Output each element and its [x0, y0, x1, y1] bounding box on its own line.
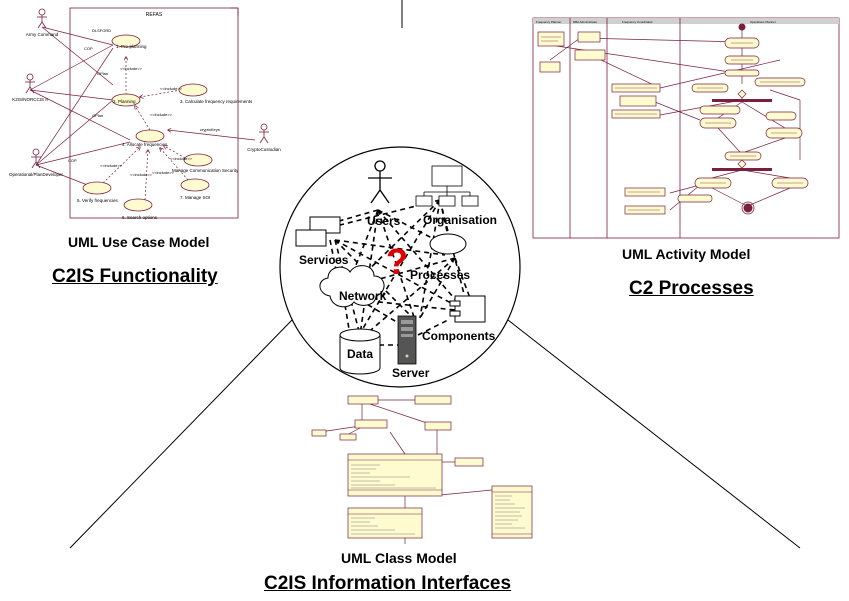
- fork-bar: [712, 99, 772, 102]
- organisation-icon: [415, 165, 479, 207]
- c2is-functionality-title: C2IS Functionality: [52, 266, 218, 287]
- actor-k2is: [25, 73, 35, 94]
- class-model-diagram: [311, 395, 533, 544]
- swimlane-header: Frequency Coordinator: [622, 20, 653, 24]
- connector-label: COP: [84, 46, 93, 51]
- label-users: Users: [367, 214, 401, 228]
- activity-model-diagram: Frequency Planner DBA Administrator Freq…: [532, 17, 840, 239]
- class-compartments: [348, 459, 532, 535]
- use-case-allocate-frequencies: 4. Allocate frequencies: [122, 142, 168, 147]
- system-boundary-title: REFAS: [146, 12, 163, 18]
- use-case-connectors: [29, 26, 256, 201]
- connector-label: <<include>>: [120, 66, 143, 71]
- c2-processes-title: C2 Processes: [629, 278, 754, 299]
- label-server: Server: [392, 366, 430, 380]
- actor-label-k2is: K2IS/NORCCIS II: [12, 97, 48, 102]
- activity-node-texts: [541, 36, 803, 211]
- actor-label-army-command: Army Command: [26, 32, 59, 37]
- label-data: Data: [347, 347, 373, 361]
- connector-label: <<include>>: [150, 112, 173, 117]
- connector-label: <<include>>: [130, 172, 153, 177]
- use-case-calculate-frequency: 3. Calculate frequency requirements: [180, 99, 253, 104]
- connector-label: <<include>>: [100, 163, 123, 168]
- activity-end-node: [743, 203, 753, 213]
- connector-label: COP: [68, 158, 77, 163]
- central-circle-outline: [279, 146, 521, 388]
- label-organisation: Organisation: [423, 213, 497, 227]
- use-case-manage-comsec: Manage Communication Security: [172, 168, 239, 173]
- processes-icon: [429, 233, 467, 255]
- use-case-pre-planning: 1. Pre-planning: [116, 44, 147, 49]
- actor-crypto-custodian: [259, 123, 269, 144]
- network-cloud-icon: [319, 265, 385, 308]
- user-icon: [368, 160, 392, 204]
- label-services: Services: [299, 253, 349, 267]
- label-processes: Processes: [410, 268, 470, 282]
- connector-label: cryptoKeys: [200, 127, 220, 132]
- use-case-manage-soi: 7. Manage SOI: [180, 195, 210, 200]
- actor-label-crypto-custodian: CryptoCustodian: [247, 147, 281, 152]
- c2is-information-interfaces-title: C2IS Information Interfaces: [264, 573, 512, 594]
- class-boxes: [311, 395, 533, 539]
- swimlane-header: DBA Administrator: [573, 20, 597, 24]
- activity-header-bar: [533, 18, 839, 24]
- class-model-label: UML Class Model: [341, 550, 457, 566]
- use-case-search-options: 6. Search options: [122, 215, 158, 220]
- data-cylinder-icon: [339, 328, 381, 375]
- use-case-ellipses: [82, 34, 213, 212]
- central-labels: Users Organisation Services Processes Ne…: [299, 213, 497, 380]
- server-icon: [397, 315, 417, 365]
- central-architecture-circle: Users Organisation Services Processes Ne…: [279, 146, 521, 388]
- question-mark: ?: [386, 241, 408, 282]
- connector-label: DLSFORD: [92, 28, 111, 33]
- activity-start-node: [738, 23, 746, 31]
- connector-label: GPlan: [97, 71, 108, 76]
- connector-labels: DLSFORD COP GPlan GPlan COP cryptoKeys <…: [68, 28, 220, 177]
- use-case-planning: 2. Planning: [113, 99, 136, 104]
- actor-label-operational-plan-developer: Operational/PlanDeveloper: [9, 172, 64, 177]
- use-case-model-diagram: REFAS Army Command: [9, 7, 281, 220]
- services-icon: [295, 216, 341, 247]
- swimlane-header: Frequency Planner: [536, 20, 561, 24]
- actor-operational-plan-developer: [31, 148, 41, 169]
- decision-nodes: [737, 89, 747, 169]
- divider-lines: [69, 0, 801, 549]
- connector-label: GPlan: [92, 113, 103, 118]
- components-icon: [449, 295, 486, 323]
- use-case-model-label: UML Use Case Model: [68, 234, 210, 250]
- class-attribute-lines: [351, 464, 525, 535]
- connector-label: <<include>>: [160, 86, 183, 91]
- actor-army-command: [37, 8, 47, 29]
- activity-model-label: UML Activity Model: [622, 246, 751, 262]
- label-components: Components: [422, 329, 496, 343]
- connector-label: <<include>>: [170, 156, 193, 161]
- connector-label: <<include>>: [152, 170, 175, 175]
- fork-bar: [712, 168, 772, 171]
- swimlane-headers: Frequency Planner DBA Administrator Freq…: [536, 20, 776, 24]
- swimlane-header: Operations Planner: [750, 20, 776, 24]
- label-network: Network: [339, 289, 387, 303]
- use-case-verify-frequencies: 5. Verify frequencies: [77, 198, 119, 203]
